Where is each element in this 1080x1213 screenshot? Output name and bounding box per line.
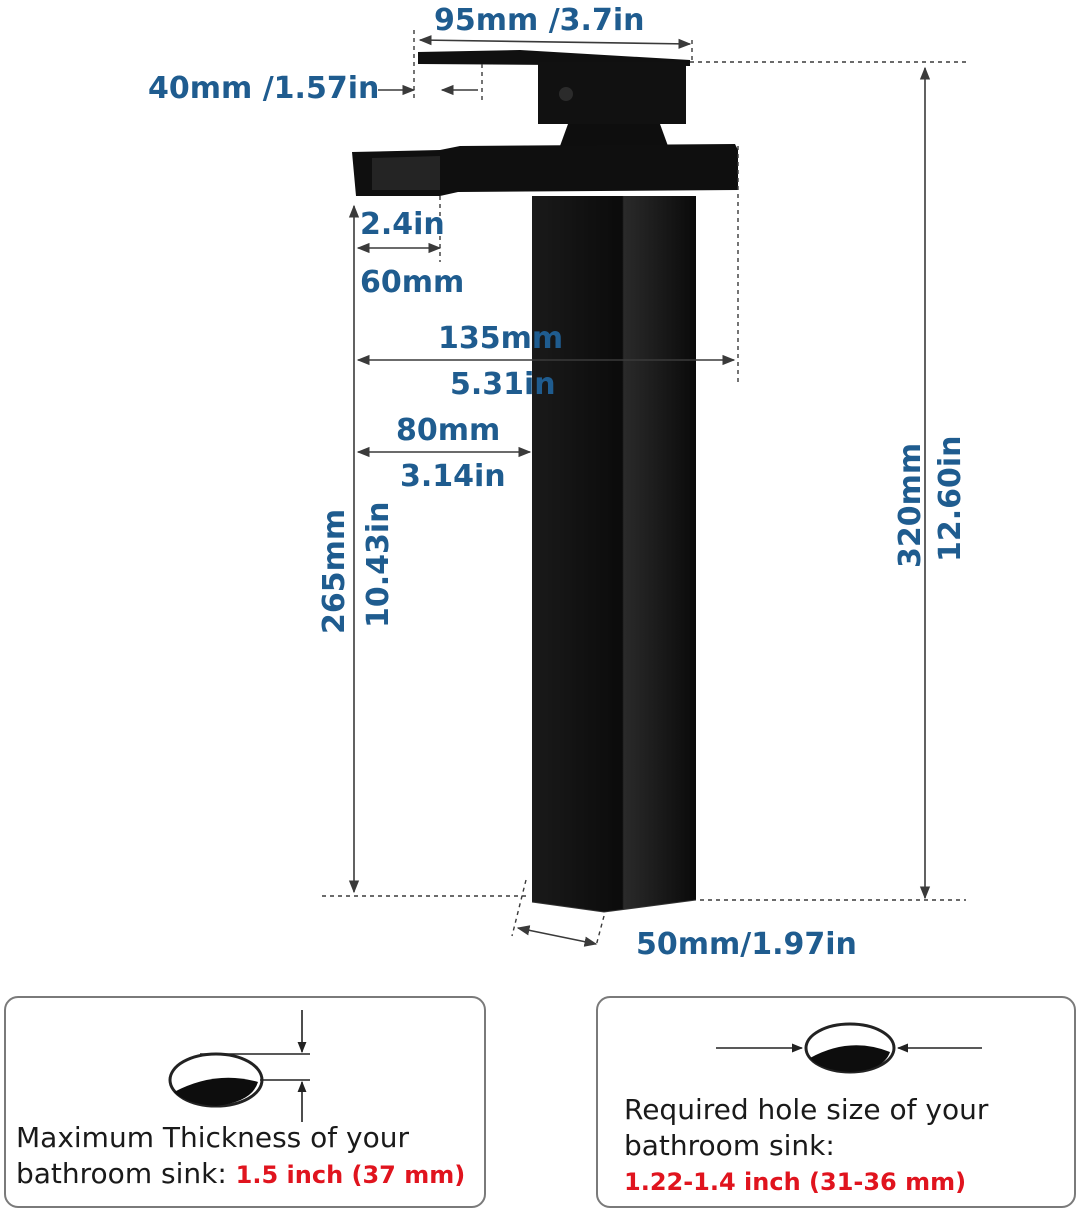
total-height-mm-label: 320mm [893, 443, 928, 568]
total-reach-mm-label: 135mm [438, 321, 563, 356]
total-height-in-label: 12.60in [933, 435, 968, 562]
spout-depth-in-label: 2.4in [360, 207, 445, 242]
top-width-label: 95mm /3.7in [434, 3, 644, 38]
handle-offset-label: 40mm /1.57in [148, 71, 379, 106]
hole-size-value: 1.22-1.4 inch (31-36 mm) [624, 1168, 967, 1196]
sink-thickness-line2: bathroom sink: [16, 1157, 236, 1190]
reach-base-mm-label: 80mm [396, 413, 500, 448]
hole-size-icon [716, 1022, 982, 1074]
sink-thickness-icon [168, 1010, 310, 1122]
total-reach-in-label: 5.31in [450, 367, 556, 402]
hole-size-line2: bathroom sink: [624, 1129, 835, 1162]
spout-depth-mm-label: 60mm [360, 265, 464, 300]
spout-height-in-label: 10.43in [361, 501, 396, 628]
sink-thickness-line1: Maximum Thickness of your [16, 1121, 409, 1154]
reach-base-in-label: 3.14in [400, 459, 506, 494]
sink-thickness-value: 1.5 inch (37 mm) [235, 1161, 466, 1189]
faucet-illustration [352, 50, 738, 913]
dimension-lines [322, 30, 970, 947]
sink-thickness-box: Maximum Thickness of your bathroom sink:… [4, 996, 486, 1208]
hole-size-line1: Required hole size of your [624, 1093, 989, 1126]
hole-size-box: Required hole size of your bathroom sink… [596, 996, 1076, 1208]
sink-thickness-line2-row: bathroom sink: 1.5 inch (37 mm) [16, 1156, 465, 1193]
base-width-label: 50mm/1.97in [636, 927, 857, 962]
spout-height-mm-label: 265mm [317, 509, 352, 634]
